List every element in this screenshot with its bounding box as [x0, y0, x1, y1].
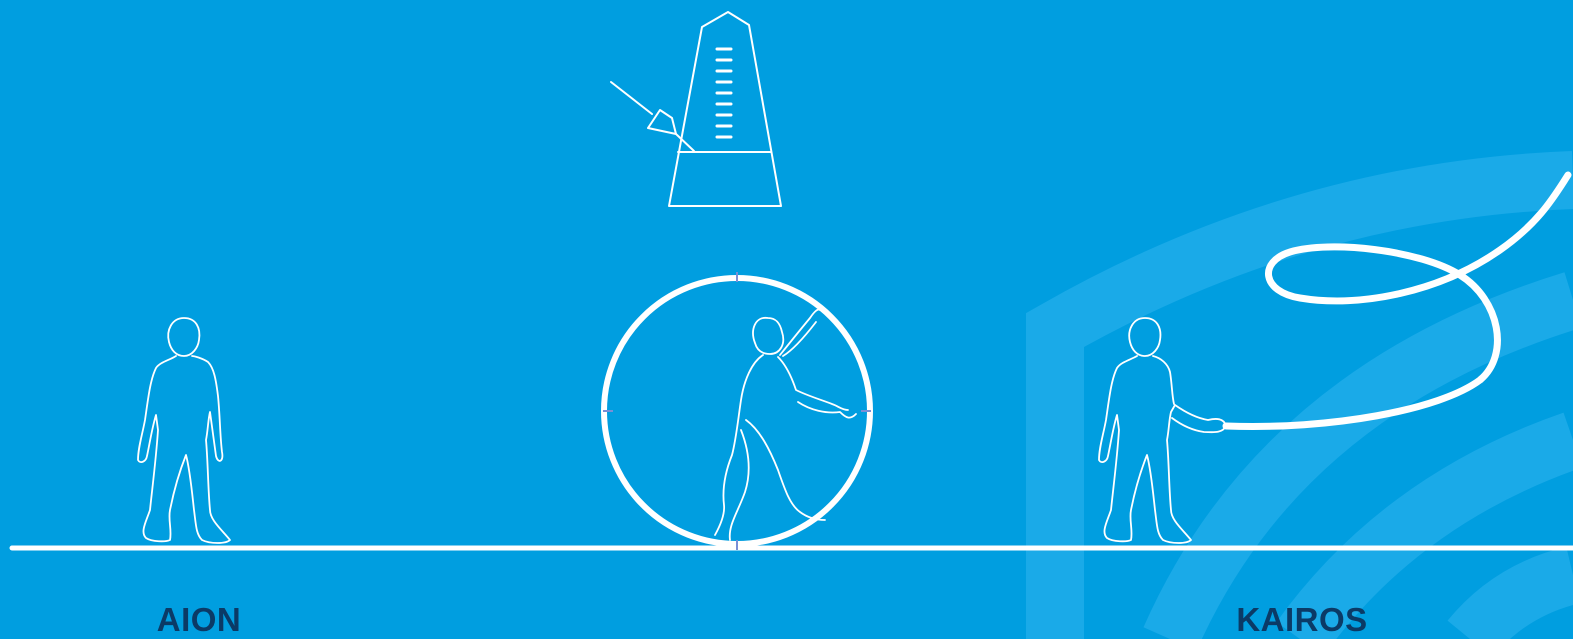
watermark-arc-small — [1470, 575, 1573, 639]
kairos-label: KAIROS — [1236, 600, 1367, 639]
metronome-icon — [611, 12, 781, 206]
walking-person-icon — [138, 318, 230, 543]
aion-label: AION — [157, 600, 242, 639]
person-with-lasso-icon — [1099, 318, 1226, 543]
hamster-wheel-icon — [603, 272, 871, 550]
